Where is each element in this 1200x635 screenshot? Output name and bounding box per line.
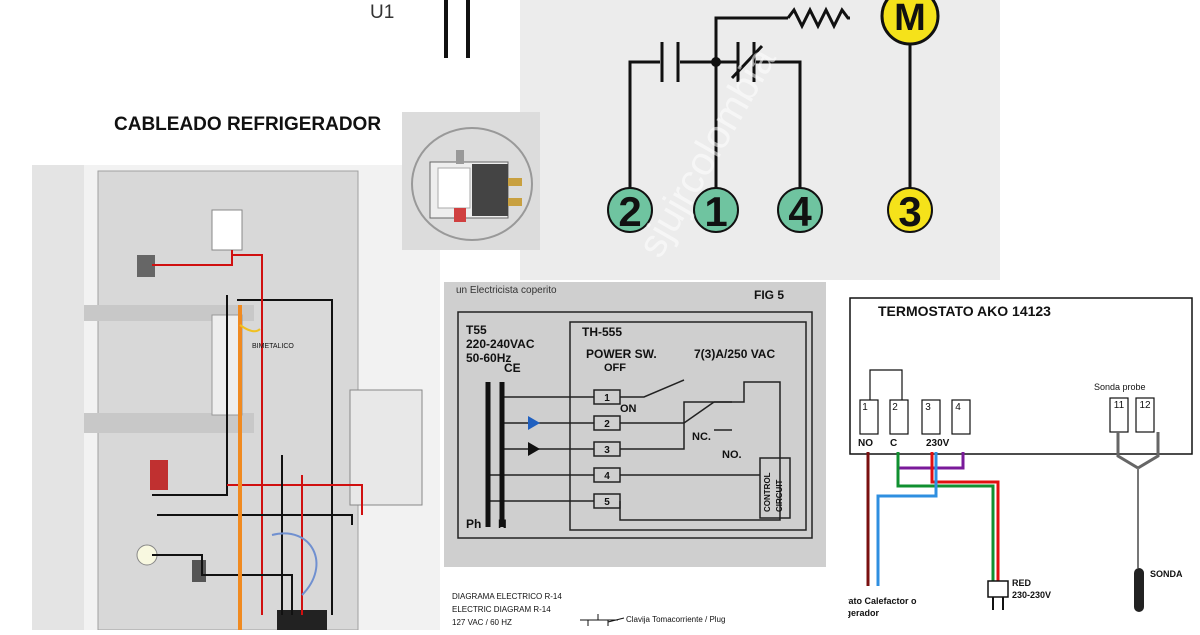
svg-text:3: 3: [898, 188, 921, 235]
fig-label: FIG 5: [754, 288, 784, 302]
thermostat: [150, 460, 168, 490]
sch-terminal-5: 5: [604, 497, 610, 508]
ako-t12: 12: [1139, 400, 1151, 411]
control-label-1: CONTROL: [763, 472, 772, 512]
line1: T55: [466, 323, 487, 337]
line3: 50-60Hz: [466, 351, 511, 365]
sch-terminal-1: 1: [604, 393, 610, 404]
n-label: N: [498, 517, 507, 531]
th555-svg: un Electricista coperito FIG 5 T55 220-2…: [456, 285, 813, 539]
nc-label: NC.: [692, 431, 711, 443]
wiring-title: CABLEADO REFRIGERADOR: [114, 114, 381, 135]
ako-t11: 11: [1114, 400, 1125, 411]
sonda-probe-label: Sonda probe: [1094, 382, 1146, 392]
ako-t4: 4: [955, 402, 961, 413]
thermostat-photo-svg: [411, 127, 533, 241]
ako-panel: TERMOSTATO AKO 14123 1 2 3 4 11 12 Sonda…: [828, 296, 1194, 630]
r14-line1: DIAGRAMA ELECTRICO R-14: [452, 592, 562, 601]
control-label-2: CIRCUIT: [775, 479, 784, 512]
terminal-3: 3: [887, 187, 933, 235]
model: TH-555: [582, 325, 622, 339]
u1-label: U1: [370, 2, 395, 23]
svg-text:4: 4: [788, 188, 812, 235]
motor-symbol: [880, 0, 940, 46]
motor-label: M: [894, 0, 926, 39]
plug: [987, 580, 1009, 598]
red-voltage: 230-230V: [1012, 590, 1051, 600]
ako-title: TERMOSTATO AKO 14123: [878, 303, 1051, 319]
no-label: NO.: [722, 449, 742, 461]
ako-230v: 230V: [926, 438, 950, 449]
schematic-header: un Electricista coperito: [456, 285, 557, 296]
wiring-panel: CABLEADO REFRIGERADOR BIMETALICO: [32, 95, 440, 631]
ce-mark: CE: [504, 361, 521, 375]
th555-panel: un Electricista coperito FIG 5 T55 220-2…: [444, 282, 826, 567]
sonda-probe: [1134, 568, 1144, 612]
motor-schematic-panel: M 2 1 4 3 sjujrcolombia: [520, 0, 1000, 280]
svg-text:1: 1: [704, 188, 727, 235]
aparato-label-1: Aparato Calefactor o: [848, 596, 917, 606]
terminal-4: 4: [777, 187, 823, 235]
thermostat-photo: [402, 112, 540, 250]
sch-terminal-2: 2: [604, 419, 610, 430]
wiring-svg: CABLEADO REFRIGERADOR BIMETALICO: [32, 95, 440, 631]
bimetal-label: BIMETALICO: [252, 343, 294, 350]
red-label: RED: [1012, 578, 1032, 588]
r14-line3: 127 VAC / 60 HZ: [452, 618, 512, 627]
r14-line2: ELECTRIC DIAGRAM R-14: [452, 605, 551, 614]
motor-schematic-svg: M 2 1 4 3 sjujrcolombia: [607, 0, 940, 265]
ako-t2: 2: [892, 402, 898, 413]
ako-no: NO: [858, 438, 873, 449]
rating: 7(3)A/250 VAC: [694, 347, 775, 361]
terminal-2: 2: [607, 187, 653, 235]
defrost-timer: [349, 389, 423, 506]
door-switch: [137, 255, 155, 277]
terminal-block: [277, 610, 327, 630]
plug-label: Clavija Tomacorriente / Plug: [626, 615, 725, 624]
off-label: OFF: [604, 362, 626, 374]
svg-text:2: 2: [618, 188, 641, 235]
power-sw: POWER SW.: [586, 347, 657, 361]
on-label: ON: [620, 403, 637, 415]
ph-label: Ph: [466, 517, 481, 531]
ako-c: C: [890, 438, 897, 449]
sonda-label: SONDA: [1150, 569, 1183, 579]
r14-panel: DIAGRAMA ELECTRICO R-14 ELECTRIC DIAGRAM…: [448, 582, 784, 630]
ako-svg: TERMOSTATO AKO 14123 1 2 3 4 11 12 Sonda…: [828, 297, 1193, 618]
capacitor-symbol: [444, 0, 470, 58]
ako-t1: 1: [862, 402, 868, 413]
terminal-1: 1: [693, 187, 739, 235]
sch-terminal-3: 3: [604, 445, 610, 456]
aparato-label-2: refrigerador: [848, 608, 880, 618]
line2: 220-240VAC: [466, 337, 535, 351]
ako-t3: 3: [925, 402, 931, 413]
sch-terminal-4: 4: [604, 471, 610, 482]
r14-svg: DIAGRAMA ELECTRICO R-14 ELECTRIC DIAGRAM…: [452, 592, 725, 627]
